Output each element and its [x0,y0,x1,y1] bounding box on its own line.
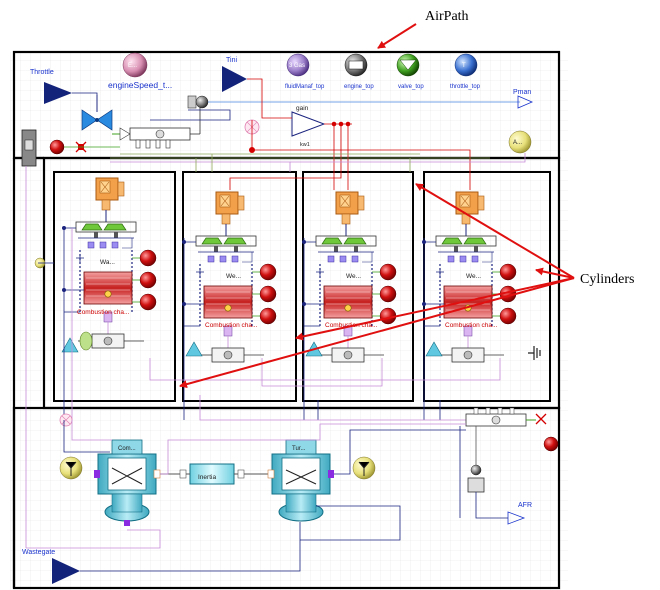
afr-sensor-icon[interactable] [467,477,485,493]
cylinder-box-3 [302,171,414,402]
throttle-top-label: throttle_top [450,84,481,90]
exhaust-ambient-icon[interactable] [543,436,559,452]
turbine-label: Tur... [292,446,306,452]
throttle-label: Throttle [30,69,54,76]
tini-label: Tini [226,57,237,64]
throttle-top-icon[interactable] [454,53,478,77]
top-wiring [72,78,526,190]
cylinder-2-valve-label: We... [226,273,241,280]
gain-block-icon[interactable] [291,111,326,137]
cylinder-1-sensor-icon[interactable] [61,337,79,353]
cylinder-1-valve-label: Wa... [100,259,115,266]
cylinder-4-sensor-icon[interactable] [425,341,443,357]
wastegate-input-icon[interactable] [52,558,80,584]
airpath-annotation: AirPath [425,9,469,24]
throttle-input-icon[interactable] [44,82,72,104]
cylinders-annotation: Cylinders [580,272,634,287]
svg-text:T: T [462,63,466,69]
cylinder-4-chamber-label: Combustion cha... [445,322,498,329]
air-icon[interactable] [508,130,532,154]
cylinders-arrows [179,183,575,389]
cylinder-2-chamber-label: Combustion cha... [205,322,258,329]
cylinder-wiring [38,228,501,421]
fluid-icon-text: 3 Gas [289,63,305,69]
pman-output-icon[interactable] [517,95,534,109]
tini-input-icon[interactable] [222,66,247,92]
fluid-label: fluidManaf_top [285,84,325,90]
ambient-icon[interactable] [49,139,65,155]
cylinder-3-valve-label: We... [346,273,361,280]
bottom-wiring [25,166,508,572]
gain-label: gain [296,105,309,112]
air-icon-text: A... [513,140,522,146]
afr-label: AFR [518,502,532,509]
cylinder-box-1 [53,171,176,402]
airpath-arrow [377,23,417,49]
temperature-source-icon[interactable] [195,95,209,109]
wastegate-label: Wastegate [22,549,55,556]
engine-speed-icon-text: E... [128,63,137,69]
fluid-icon[interactable] [286,53,310,77]
engine-label: engine_top [344,84,374,90]
cylinder-box-2 [182,171,297,402]
cylinder-1-chamber-label: Combustion cha... [77,309,130,316]
cylinder-2-sensor-icon[interactable] [185,341,203,357]
shaft-label: Inertia [198,474,216,481]
engine-speed-sensor-icon[interactable] [122,52,148,78]
kw-label: kw1 [300,142,310,148]
valve-label: valve_top [398,84,424,90]
cylinder-4-valve-label: We... [466,273,481,280]
engine-speed-label: engineSpeed_t... [108,80,172,90]
pman-label: Pman [513,89,531,96]
compressor-label: Com... [118,446,136,452]
throttle-valve-icon[interactable] [81,109,98,131]
